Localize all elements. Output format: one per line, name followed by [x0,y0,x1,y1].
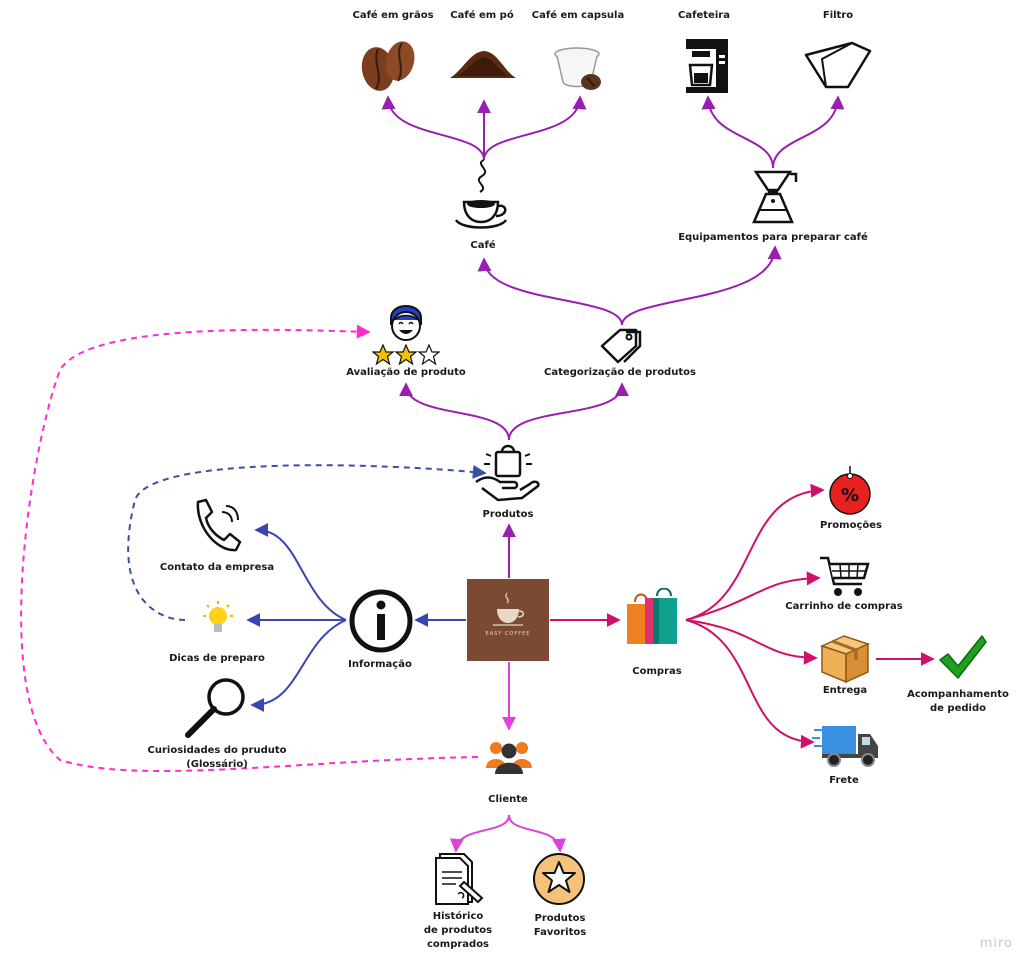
info-icon [349,589,413,653]
product-hand-icon [475,444,540,502]
coffee-capsule-icon [554,47,601,90]
label-cafe-graos: Café em grãos [352,10,434,21]
coffee-filter-icon [804,41,872,89]
label-curiosidades-2: (Glossário) [186,759,248,770]
informacao-branches [246,523,466,712]
easy-coffee-logo[interactable]: EASY COFFEE [467,579,549,661]
miro-watermark: miro [979,936,1013,951]
dicas-produtos-dashed-link [127,464,487,621]
label-contato: Contato da empresa [159,562,275,573]
box-icon [819,635,871,684]
star-badge-icon [533,853,585,905]
label-acompanhamento-2: de pedido [930,703,986,714]
label-favoritos-2: Favoritos [533,927,587,938]
tag-icon [600,328,642,364]
label-historico-3: comprados [426,939,490,950]
coffee-cup-icon [454,159,508,229]
label-compras: Compras [632,666,682,677]
label-historico-1: Histórico [432,911,484,922]
pour-over-icon [752,170,798,224]
label-entrega: Entrega [822,685,868,696]
label-frete: Frete [829,775,859,786]
label-filtro: Filtro [822,10,854,21]
label-dicas: Dicas de preparo [169,653,265,664]
magnifier-icon [185,678,245,738]
label-categorizacao: Categorização de produtos [544,367,696,378]
discount-tag-icon: % [829,466,871,515]
cliente-avaliacao-dashed-link [20,324,479,772]
label-informacao: Informação [348,659,412,670]
label-cafe-po: Café em pó [450,10,514,21]
logo-text: EASY COFFEE [485,631,531,637]
users-icon [486,742,532,774]
cliente-branches [449,662,567,853]
ground-coffee-icon [450,51,516,78]
star-rating-icon [372,344,440,366]
label-curiosidades-1: Curiosidades do pruduto [147,745,287,756]
coffee-machine-icon [686,39,728,93]
label-equipamentos: Equipamentos para preparar café [678,232,868,243]
checkmark-icon [939,635,987,679]
logo-cup-icon [493,592,525,626]
cart-icon [820,556,870,596]
label-promocoes: Promoções [820,520,882,531]
coffee-beans-icon [361,41,415,91]
label-historico-2: de produtos [423,925,493,936]
label-favoritos-1: Produtos [534,913,586,924]
label-carrinho: Carrinho de compras [785,601,903,612]
svg-text:%: % [841,485,859,506]
document-icon [435,853,484,905]
label-cliente: Cliente [488,794,528,805]
label-cafe-capsula: Café em capsula [531,10,625,21]
smiley-face-icon [390,305,422,341]
lightbulb-icon [203,601,233,632]
label-produtos: Produtos [482,509,534,520]
label-cafeteira: Cafeteira [678,10,730,21]
cafe-branches [381,95,845,578]
compras-branches [550,483,935,749]
label-cafe: Café [470,240,496,251]
truck-icon [812,726,878,767]
shopping-bags-icon [627,588,677,644]
label-avaliacao: Avaliação de produto [346,367,466,378]
phone-icon [196,498,242,552]
label-acompanhamento-1: Acompanhamento [907,689,1009,700]
